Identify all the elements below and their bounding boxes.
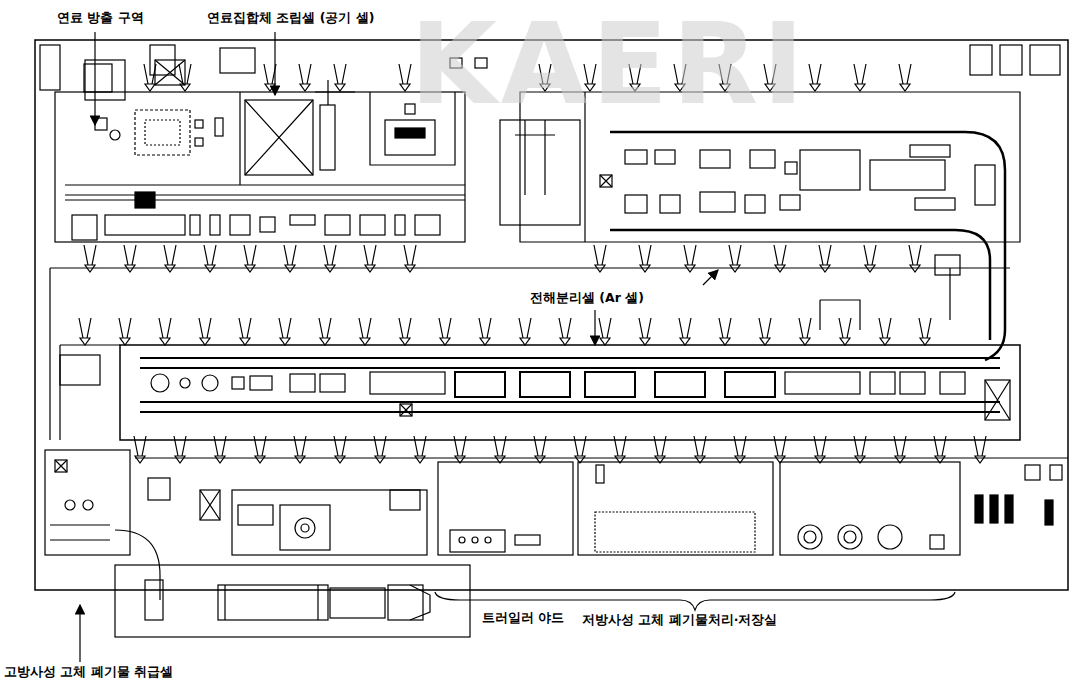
manipulator-symbol [684,245,696,272]
manipulator-symbol [854,64,866,91]
watermark: KAERI [410,8,808,120]
manipulator-symbol [774,436,786,463]
manipulator-symbol [159,318,171,345]
manipulator-symbol [124,245,136,272]
manipulator-symbol [864,245,876,272]
manipulator-symbol [334,436,346,463]
manipulator-symbol [454,436,466,463]
manipulator-symbol [279,318,291,345]
manipulator-symbol [639,245,651,272]
manipulator-symbol [179,64,191,91]
manipulator-symbol [404,245,416,272]
manipulator-symbol [574,436,586,463]
manipulator-symbol [399,318,411,345]
manipulator-symbol [639,318,651,345]
manipulator-symbol [894,436,906,463]
manipulator-symbol [324,245,336,272]
manipulator-symbol [254,436,266,463]
manipulator-symbol [839,318,851,345]
manipulator-symbol [799,318,811,345]
manipulator-symbol [974,436,986,463]
manipulator-symbol [334,64,346,91]
manipulator-symbol [204,245,216,272]
manipulator-symbol [819,245,831,272]
area-label: 전해분리셀 (Ar 셀) [528,290,646,305]
manipulator-symbol [479,318,491,345]
manipulator-symbol [364,245,376,272]
manipulator-symbol [239,318,251,345]
area-label: 저방사성 고체 폐기물처리·저장실 [580,612,779,627]
manipulator-symbol [599,318,611,345]
manipulator-symbol [679,318,691,345]
manipulator-symbol [119,318,131,345]
manipulator-symbol [879,318,891,345]
manipulator-symbol [899,64,911,91]
manipulator-symbol [734,436,746,463]
manipulator-symbol [214,436,226,463]
manipulator-symbol [934,436,946,463]
manipulator-symbol [199,318,211,345]
manipulator-symbol [909,245,921,272]
manipulator-symbol [759,318,771,345]
manipulator-symbol [294,436,306,463]
manipulator-symbol [919,318,931,345]
manipulator-symbol [854,436,866,463]
manipulator-symbol [374,436,386,463]
manipulator-symbol [84,245,96,272]
manipulator-symbol [144,64,156,91]
area-label: 트러일러 야드 [480,610,566,625]
manipulator-symbol [654,436,666,463]
manipulator-symbol [809,64,821,91]
manipulator-symbol [399,64,411,91]
manipulator-symbol [439,318,451,345]
manipulator-symbol [559,318,571,345]
manipulator-symbol [814,436,826,463]
manipulator-symbol [594,245,606,272]
manipulator-symbol [79,318,91,345]
manipulator-symbol [534,436,546,463]
manipulator-symbol [519,318,531,345]
manipulator-symbol [319,318,331,345]
manipulator-symbol [494,436,506,463]
manipulator-symbol [164,245,176,272]
manipulator-symbol [774,245,786,272]
manipulator-symbol [614,436,626,463]
manipulator-symbol [284,245,296,272]
area-label: 연료 방출 구역 [55,10,146,25]
manipulator-symbol [729,245,741,272]
manipulator-symbol [694,436,706,463]
area-label: 연료집합체 조립셀 (공기 셀) [205,10,376,25]
manipulator-symbol [134,436,146,463]
manipulator-symbol [359,318,371,345]
manipulator-symbol [264,64,276,91]
manipulator-symbol [299,64,311,91]
manipulator-symbol [174,436,186,463]
manipulator-symbol [244,245,256,272]
manipulator-symbol [719,318,731,345]
area-label: 고방사성 고체 폐기물 취급셀 [2,664,175,679]
manipulator-symbol [414,436,426,463]
